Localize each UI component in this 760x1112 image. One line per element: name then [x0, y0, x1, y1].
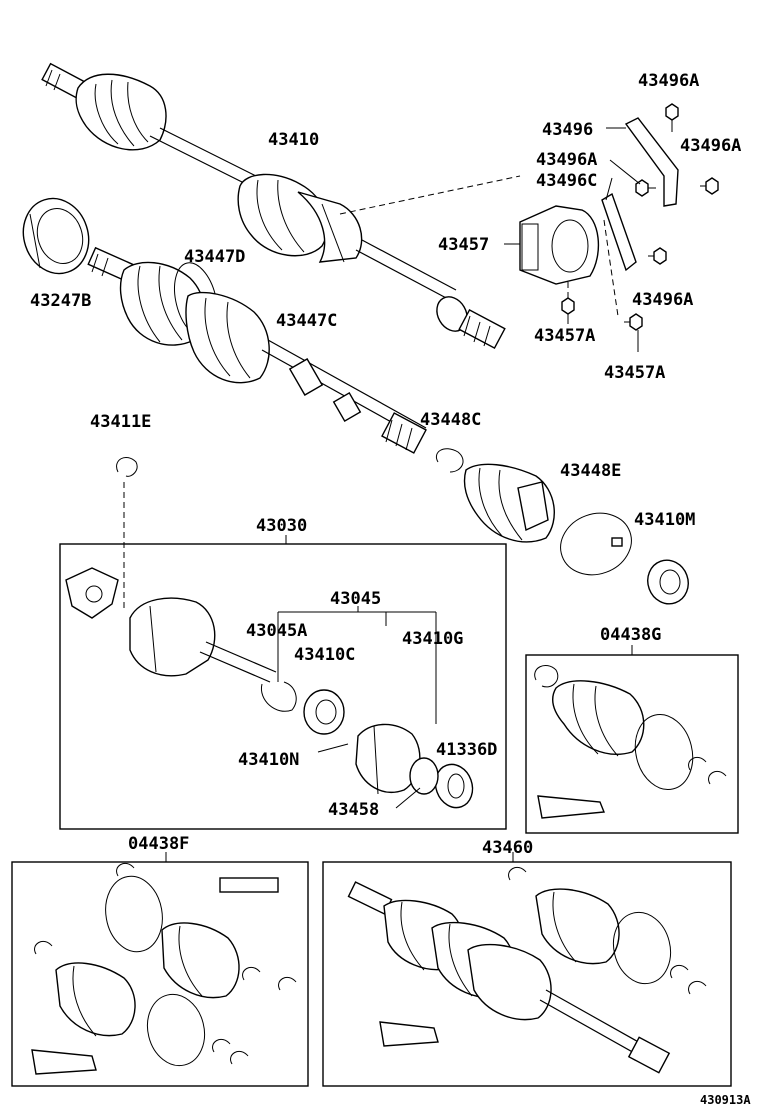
inboard-joint-parts [65, 567, 474, 809]
boot-kit-g-parts [534, 665, 727, 819]
bearing-bracket-assembly [504, 103, 719, 352]
label-43448E: 43448E [560, 461, 621, 481]
part-labels: 43410 43247B 43447D 43447C 43411E 43448C… [30, 71, 751, 1107]
label-43496A-mid: 43496A [536, 150, 597, 170]
label-43496A-top: 43496A [638, 71, 699, 91]
label-43030: 43030 [256, 516, 307, 536]
label-43496A-lower: 43496A [632, 290, 693, 310]
label-43496A-right: 43496A [680, 136, 741, 156]
dust-deflector-ring [22, 197, 90, 275]
label-43447D: 43447D [184, 247, 245, 267]
label-43410M: 43410M [634, 510, 695, 530]
label-43457A-left: 43457A [534, 326, 595, 346]
outboard-joint-box [322, 861, 732, 1087]
label-43410: 43410 [268, 130, 319, 150]
label-43448C: 43448C [420, 410, 481, 430]
label-43045: 43045 [330, 589, 381, 609]
label-43045A: 43045A [246, 621, 307, 641]
drive-shaft-boot-assembly [87, 246, 427, 454]
inboard-joint-box [59, 543, 507, 830]
label-43410G: 43410G [402, 629, 463, 649]
outboard-joint-parts [347, 867, 707, 1074]
label-41336D: 41336D [436, 740, 497, 760]
label-43457A-right: 43457A [604, 363, 665, 383]
label-43410N: 43410N [238, 750, 299, 770]
boot-kit-box-f [11, 861, 309, 1087]
label-43411E: 43411E [90, 412, 151, 432]
label-43457: 43457 [438, 235, 489, 255]
drive-shaft-assembly [41, 62, 521, 350]
label-43447C: 43447C [276, 311, 337, 331]
boot-clamp-and-boot [116, 448, 689, 612]
label-43247B: 43247B [30, 291, 91, 311]
label-04438F: 04438F [128, 834, 189, 854]
figure-code: 430913A [700, 1093, 751, 1107]
label-43460: 43460 [482, 838, 533, 858]
label-43496C: 43496C [536, 171, 597, 191]
boot-kit-f-parts [31, 863, 297, 1075]
label-04438G: 04438G [600, 625, 661, 645]
label-43458: 43458 [328, 800, 379, 820]
label-43496: 43496 [542, 120, 593, 140]
label-43410C: 43410C [294, 645, 355, 665]
